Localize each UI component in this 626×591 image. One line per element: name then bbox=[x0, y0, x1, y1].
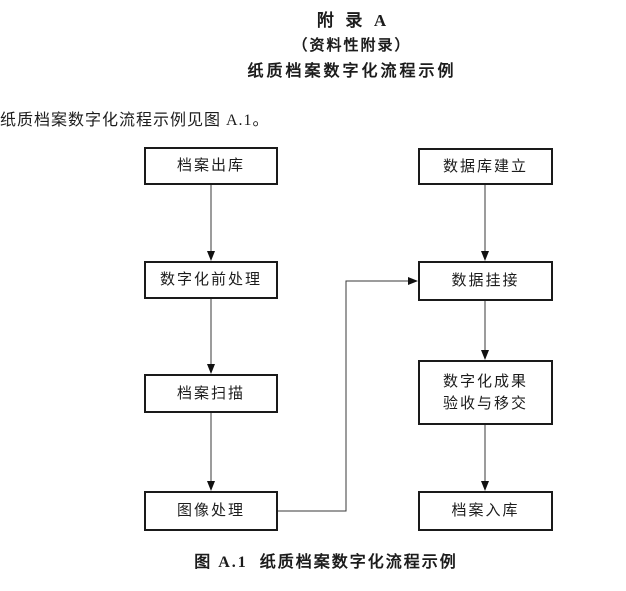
flow-box-data-linking: 数据挂接 bbox=[418, 261, 553, 301]
arrow-acceptance-to-storage bbox=[481, 425, 489, 491]
flow-box-archive-scanning: 档案扫描 bbox=[144, 374, 278, 413]
arrow-checkout-to-preprocessing bbox=[207, 185, 215, 261]
flow-box-results-acceptance-transfer: 数字化成果 验收与移交 bbox=[418, 360, 553, 425]
appendix-subtitle: （资料性附录） bbox=[292, 38, 412, 54]
arrow-imageprocessing-to-datalinking bbox=[278, 277, 418, 512]
appendix-header: 附 录 A （资料性附录） 纸质档案数字化流程示例 bbox=[0, 8, 626, 85]
flow-box-label: 档案入库 bbox=[451, 503, 520, 519]
arrow-preprocessing-to-scanning bbox=[207, 299, 215, 374]
flow-box-archive-checkout: 档案出库 bbox=[144, 147, 278, 185]
flow-box-database-creation: 数据库建立 bbox=[418, 148, 553, 185]
intro-text: 纸质档案数字化流程示例见图 A.1。 bbox=[0, 112, 270, 129]
figure-caption: 图 A.1 纸质档案数字化流程示例 bbox=[194, 554, 458, 571]
flow-box-pre-digitization-processing: 数字化前处理 bbox=[144, 261, 278, 299]
flow-box-label: 档案扫描 bbox=[176, 385, 245, 402]
flow-box-label-line2: 验收与移交 bbox=[442, 395, 528, 412]
arrow-database-to-datalinking bbox=[481, 185, 489, 261]
appendix-title: 附 录 A bbox=[316, 11, 388, 30]
flow-box-label: 图像处理 bbox=[176, 503, 245, 519]
flow-box-label: 档案出库 bbox=[176, 158, 245, 174]
arrow-datalinking-to-acceptance bbox=[481, 301, 489, 360]
flow-box-label: 数字化前处理 bbox=[159, 272, 262, 288]
arrow-scanning-to-imageprocessing bbox=[207, 413, 215, 491]
flow-box-label: 数据库建立 bbox=[442, 158, 528, 175]
flow-box-archive-storage: 档案入库 bbox=[418, 491, 553, 531]
flow-box-label-line1: 数字化成果 bbox=[442, 373, 528, 390]
flow-box-image-processing: 图像处理 bbox=[144, 491, 278, 531]
appendix-heading: 纸质档案数字化流程示例 bbox=[247, 63, 457, 80]
flow-box-label: 数据挂接 bbox=[451, 273, 520, 289]
